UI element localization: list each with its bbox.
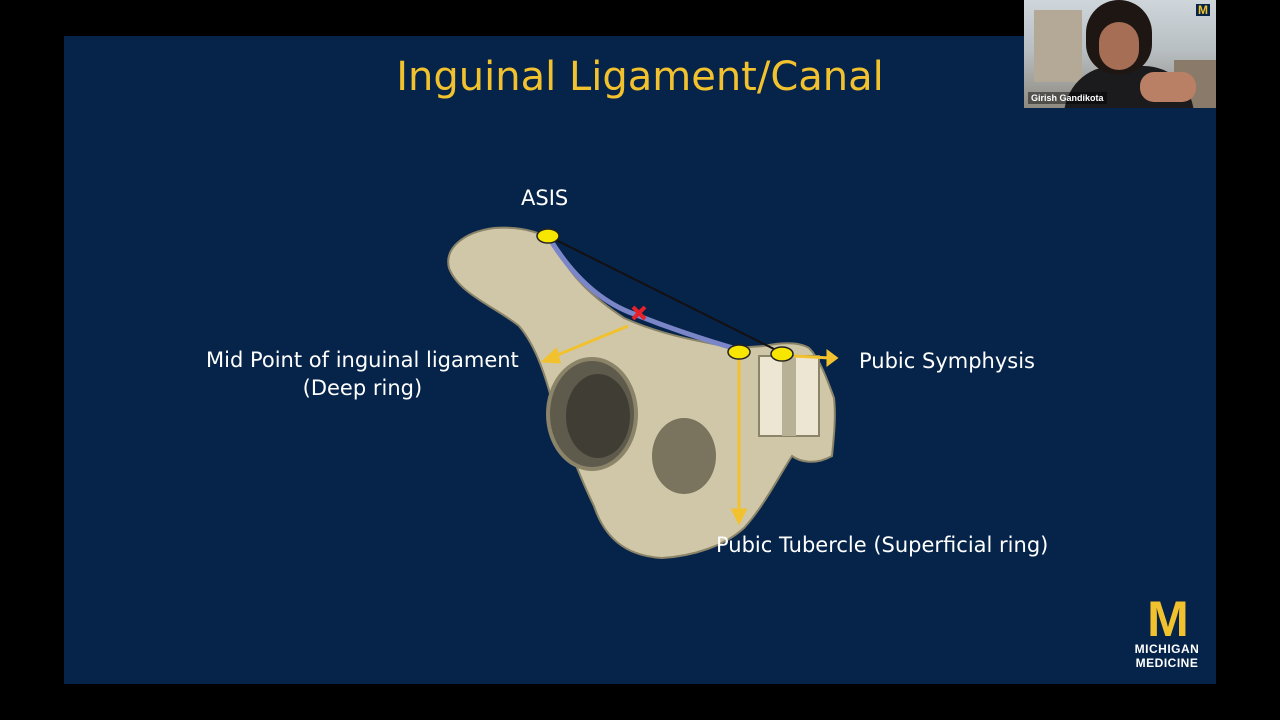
asis-marker: [536, 228, 560, 244]
inguinal-ligament: [545, 234, 741, 353]
block-m-logo-icon: M: [1147, 591, 1189, 647]
midpoint-cross-icon: [631, 305, 647, 321]
michigan-medicine-logo: M MICHIGAN MEDICINE: [1134, 591, 1200, 670]
presentation-slide: Inguinal Ligament/Canal: [64, 36, 1216, 684]
slide-title: Inguinal Ligament/Canal: [396, 54, 884, 100]
midpoint-arrow: [549, 324, 629, 360]
symphysis-arrow: [793, 354, 831, 360]
label-midpoint-line1: Mid Point of inguinal ligament: [206, 348, 519, 372]
obturator-foramen: [652, 418, 716, 494]
participant-name: Girish Gandikota: [1028, 92, 1107, 104]
logo-line1: MICHIGAN: [1134, 642, 1200, 656]
webcam-m-badge-icon: M: [1196, 3, 1210, 17]
label-midpoint-line2: (Deep ring): [302, 376, 423, 400]
label-asis: ASIS: [521, 186, 569, 210]
pelvis-illustration: [447, 226, 839, 560]
pubic-symphysis-marker: [770, 346, 794, 362]
label-midpoint: Mid Point of inguinal ligament (Deep rin…: [206, 346, 519, 402]
label-pubic-symphysis: Pubic Symphysis: [859, 349, 1035, 373]
logo-line2: MEDICINE: [1135, 656, 1199, 670]
pubic-tubercle-marker: [727, 344, 751, 360]
webcam-video-tile[interactable]: M Girish Gandikota: [1024, 0, 1216, 108]
label-pubic-tubercle: Pubic Tubercle (Superficial ring): [716, 533, 1049, 557]
asis-symphysis-line: [547, 235, 781, 353]
